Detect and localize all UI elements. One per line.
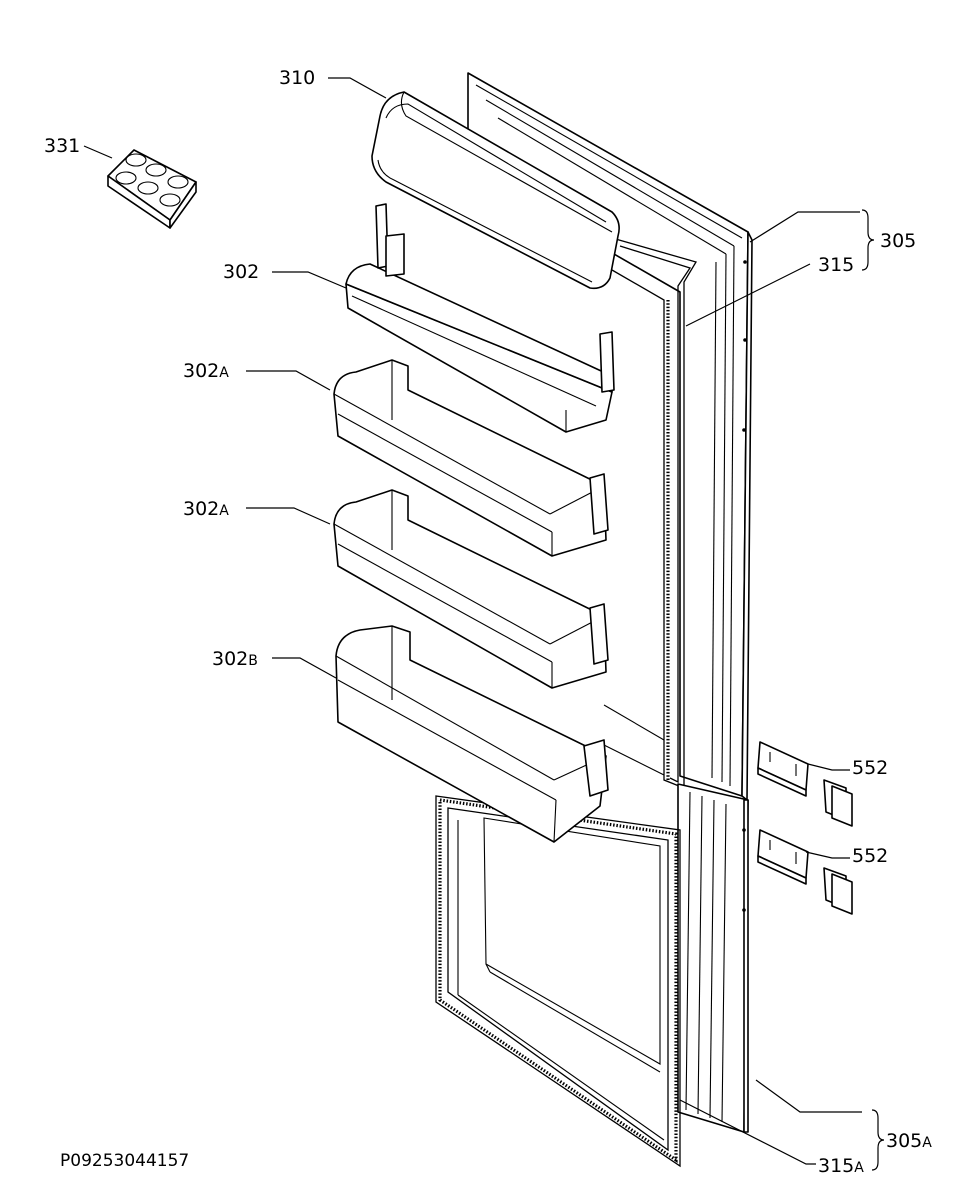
door-shelf-302b	[335, 625, 609, 843]
egg-tray-331	[107, 149, 197, 229]
lower-gasket-315a	[435, 795, 681, 1168]
label-310: 310	[279, 67, 315, 89]
leader-lines	[83, 77, 885, 1171]
hinge-552-upper	[757, 741, 853, 827]
label-315: 315	[818, 254, 854, 276]
label-302b: 302B	[212, 648, 258, 670]
door-shelf-302a-1	[333, 359, 609, 557]
dairy-compartment-310	[371, 91, 620, 290]
part-labels: 331 310 302 302A 302A 302B 305 315 552 5…	[44, 67, 932, 1177]
label-302: 302	[223, 261, 259, 283]
drawing-code: P09253044157	[60, 1151, 189, 1171]
label-552-lower: 552	[852, 845, 888, 867]
label-552-upper: 552	[852, 757, 888, 779]
label-305a: 305A	[886, 1130, 932, 1152]
door-shelf-302a-2	[333, 489, 609, 689]
label-302a-2: 302A	[183, 498, 229, 520]
label-315a: 315A	[818, 1155, 864, 1177]
label-331: 331	[44, 135, 80, 157]
label-302a-1: 302A	[183, 360, 229, 382]
hinge-552-lower	[757, 829, 853, 915]
label-305: 305	[880, 230, 916, 252]
door-shelf-302	[345, 203, 615, 433]
lower-door-305a	[677, 783, 749, 1133]
